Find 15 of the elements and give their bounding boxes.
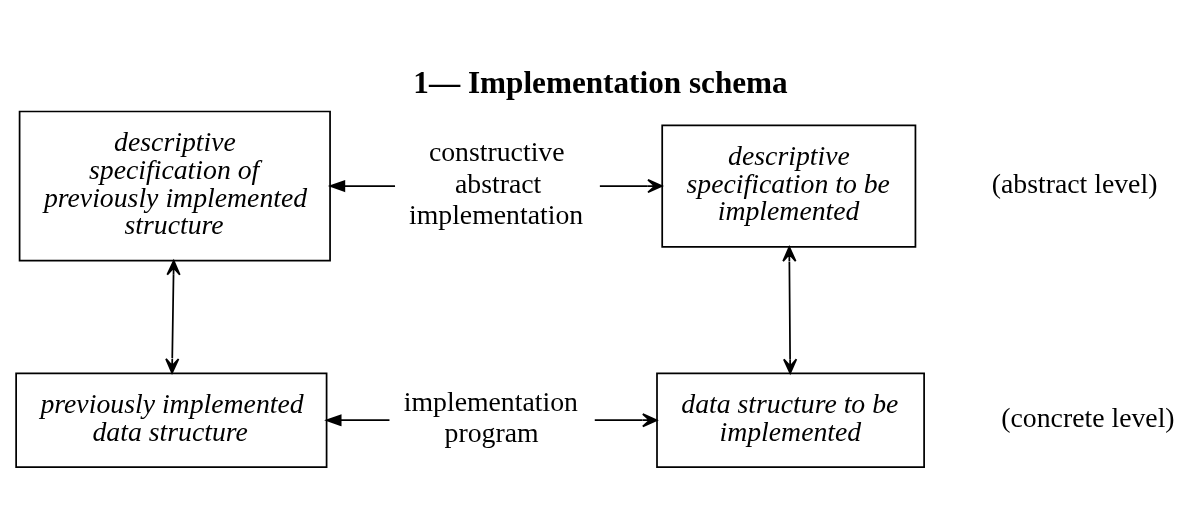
arrow	[324, 413, 391, 426]
arrow	[782, 245, 798, 374]
arrow	[599, 178, 663, 193]
arrow	[327, 179, 396, 192]
arrow	[593, 412, 658, 427]
node-text: implementation program	[403, 385, 578, 448]
diagram-title: 1— Implementation schema	[413, 64, 788, 100]
node-text: constructive abstract implementation	[408, 135, 584, 230]
label: (abstract level)	[991, 167, 1158, 199]
node-box: descriptive specification of previously implemented structure	[18, 110, 331, 262]
node-box: descriptive specification to be implemented	[661, 124, 917, 248]
node-box: data structure to be implemented	[656, 372, 925, 468]
label: (concrete level)	[1001, 401, 1175, 433]
node-box: previously implemented data structure	[15, 372, 328, 468]
arrow	[165, 259, 181, 374]
